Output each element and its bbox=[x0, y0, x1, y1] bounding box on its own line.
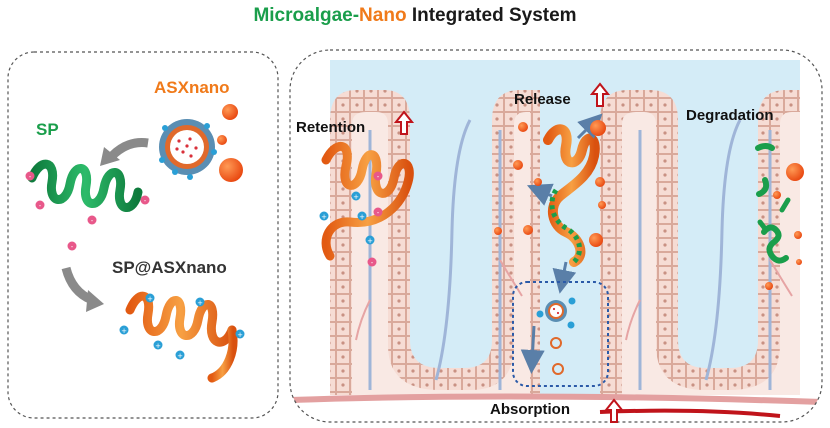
released-astaxanthin-particles bbox=[494, 120, 606, 247]
left-panel-frame bbox=[7, 51, 279, 419]
astaxanthin-particle-large bbox=[219, 158, 243, 182]
absorption-box bbox=[512, 281, 609, 387]
curved-arrow-to-complex-icon bbox=[61, 266, 104, 312]
sp-asxnano-complex-coil-icon: + + + + + + bbox=[119, 291, 245, 383]
astaxanthin-particle-small bbox=[222, 104, 238, 120]
svg-text:-: - bbox=[91, 217, 94, 225]
sp-asxnano-label: SP@ASXnano bbox=[112, 258, 227, 277]
retention-coil-icon: + + + + - - - bbox=[319, 142, 414, 267]
release-up-arrow-icon bbox=[589, 82, 611, 107]
asxnano-label: ASXnano bbox=[154, 78, 230, 97]
svg-text:+: + bbox=[237, 331, 243, 339]
svg-text:+: + bbox=[155, 342, 161, 350]
svg-text:+: + bbox=[177, 352, 183, 360]
svg-text:-: - bbox=[371, 259, 374, 267]
right-panel-frame bbox=[289, 49, 823, 423]
title-nano: Nano bbox=[359, 5, 407, 26]
figure-title: Microalgae-Nano Integrated System bbox=[0, 4, 830, 28]
svg-text:+: + bbox=[147, 295, 153, 303]
svg-text:+: + bbox=[197, 299, 203, 307]
svg-text:+: + bbox=[359, 213, 365, 221]
svg-text:+: + bbox=[321, 213, 327, 221]
degradation-fragments-icon bbox=[755, 143, 804, 290]
title-microalgae: Microalgae bbox=[253, 5, 353, 26]
svg-text:-: - bbox=[377, 173, 380, 181]
svg-text:-: - bbox=[144, 197, 147, 205]
sp-label: SP bbox=[36, 120, 59, 139]
retention-up-arrow-icon bbox=[393, 110, 415, 135]
svg-text:-: - bbox=[377, 209, 380, 217]
release-coil-icon bbox=[526, 113, 603, 294]
sp-spirulina-coil-icon: - - - - - bbox=[25, 159, 150, 251]
astaxanthin-particle-tiny bbox=[217, 135, 227, 145]
curved-arrow-to-sp-icon bbox=[100, 138, 149, 166]
svg-text:+: + bbox=[353, 193, 359, 201]
retention-label: Retention bbox=[296, 119, 366, 136]
asxnano-liposome-icon bbox=[159, 119, 217, 180]
svg-text:-: - bbox=[39, 202, 42, 210]
svg-text:-: - bbox=[71, 243, 74, 251]
svg-text:-: - bbox=[29, 173, 32, 181]
release-label: Release bbox=[514, 91, 571, 108]
svg-text:+: + bbox=[121, 327, 127, 335]
title-integrated-system: Integrated System bbox=[406, 5, 577, 26]
degradation-label: Degradation bbox=[686, 107, 774, 124]
absorption-up-arrow-icon bbox=[603, 398, 625, 423]
svg-text:+: + bbox=[367, 237, 373, 245]
title-dash: - bbox=[352, 5, 360, 26]
absorption-label: Absorption bbox=[490, 401, 570, 418]
